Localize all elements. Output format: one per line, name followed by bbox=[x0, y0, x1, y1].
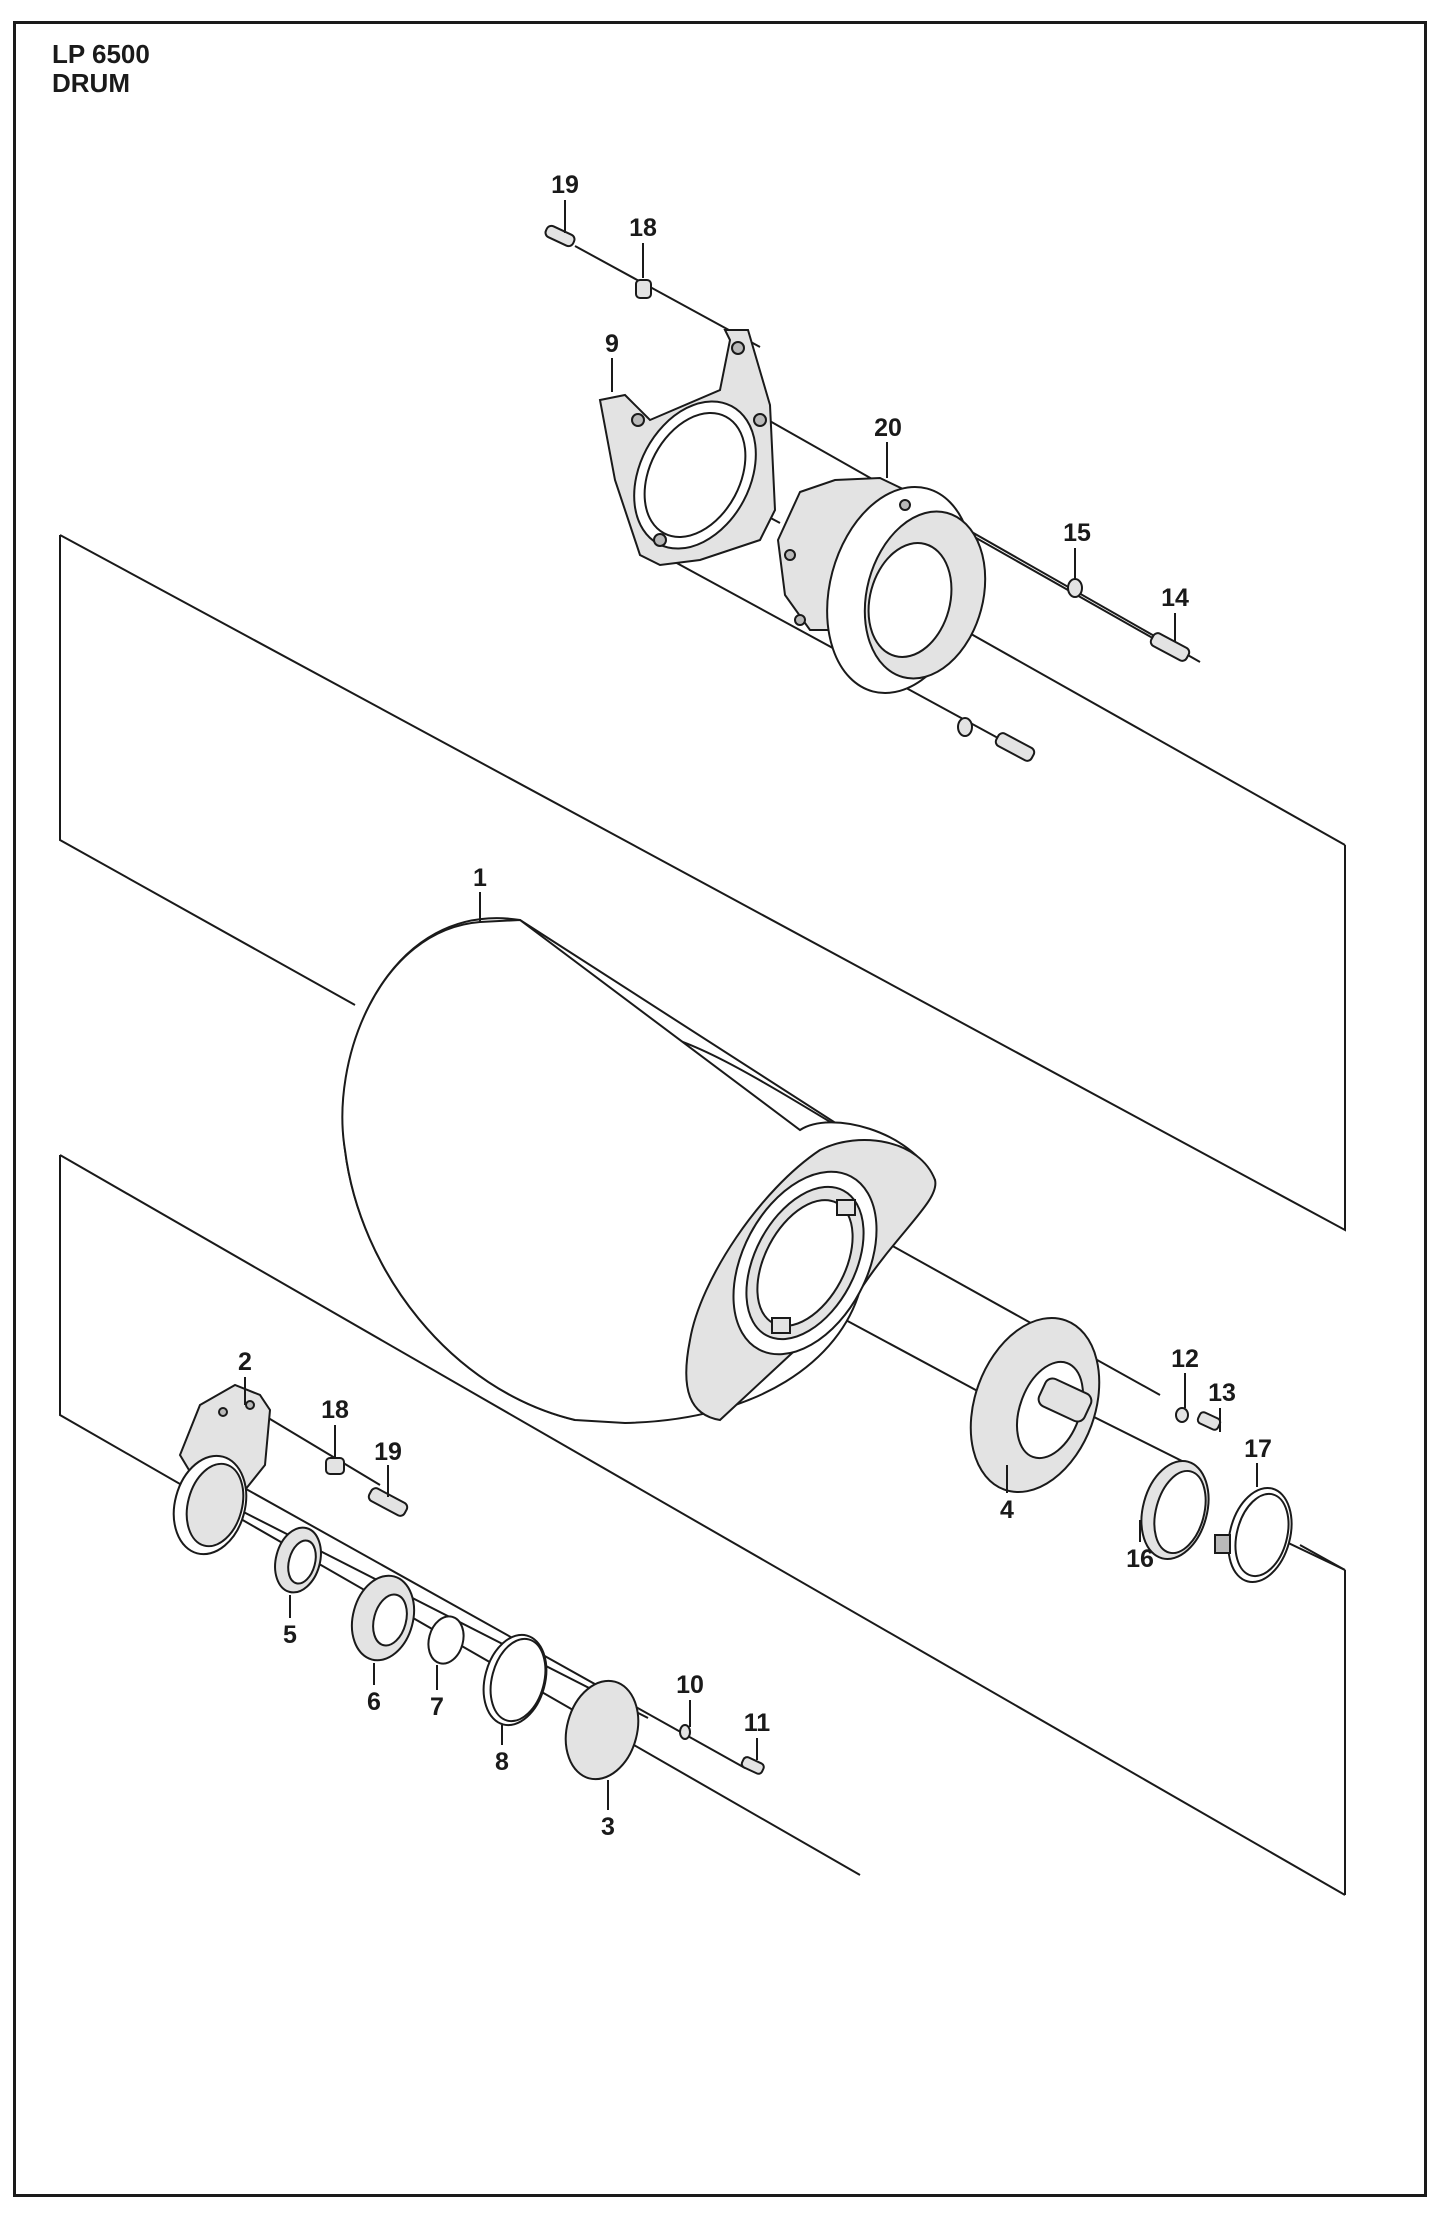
callout-12: 12 bbox=[1171, 1345, 1199, 1373]
model-title: LP 6500 bbox=[52, 39, 150, 69]
screw-19-lower bbox=[367, 1487, 409, 1517]
section-title: DRUM bbox=[52, 68, 130, 98]
callout-19-lower: 19 bbox=[374, 1438, 402, 1466]
sleeve-18-upper bbox=[635, 279, 652, 299]
callout-9: 9 bbox=[605, 330, 619, 358]
callout-18-upper: 18 bbox=[629, 214, 657, 242]
callout-1: 1 bbox=[473, 864, 487, 892]
washer-lower-left bbox=[957, 717, 973, 737]
upper-fasteners bbox=[544, 224, 1191, 762]
callout-13: 13 bbox=[1208, 1379, 1236, 1407]
screw-19-upper bbox=[544, 224, 576, 248]
clamp-17-lock bbox=[1214, 1534, 1231, 1554]
flange-part-4 bbox=[969, 1316, 1101, 1494]
callout-16: 16 bbox=[1126, 1545, 1154, 1573]
callout-20: 20 bbox=[874, 414, 902, 442]
lower-fasteners-and-rings bbox=[274, 1457, 765, 1781]
washer-15 bbox=[1067, 578, 1083, 598]
upper-group-outline bbox=[59, 534, 1346, 1232]
callout-11: 11 bbox=[744, 1709, 771, 1737]
callout-10: 10 bbox=[676, 1671, 704, 1699]
callout-7: 7 bbox=[430, 1693, 444, 1721]
leader-lines bbox=[244, 200, 1258, 1810]
callout-14: 14 bbox=[1161, 584, 1189, 612]
washer-10 bbox=[679, 1724, 691, 1740]
page-frame bbox=[13, 21, 1427, 2197]
drum-part-1 bbox=[341, 917, 937, 1425]
callout-15: 15 bbox=[1063, 519, 1091, 547]
callout-5: 5 bbox=[283, 1621, 297, 1649]
motor-part-20 bbox=[776, 476, 987, 695]
callout-labels: 19 18 9 20 15 14 1 2 18 19 12 13 17 4 16… bbox=[238, 171, 1272, 1841]
right-rings bbox=[1140, 1407, 1293, 1584]
screw-11 bbox=[740, 1756, 765, 1775]
callout-8: 8 bbox=[495, 1748, 509, 1776]
callout-2: 2 bbox=[238, 1348, 252, 1376]
callout-17: 17 bbox=[1244, 1435, 1272, 1463]
screw-lower-left bbox=[994, 732, 1036, 762]
washer-12 bbox=[1175, 1407, 1189, 1423]
callout-19-upper: 19 bbox=[551, 171, 579, 199]
cover-3 bbox=[564, 1679, 640, 1781]
screw-14 bbox=[1149, 632, 1191, 662]
circlip-7 bbox=[427, 1615, 465, 1665]
callout-4: 4 bbox=[1000, 1496, 1014, 1524]
bracket-part-9 bbox=[598, 329, 777, 567]
callout-6: 6 bbox=[367, 1688, 381, 1716]
sleeve-18-lower bbox=[325, 1457, 345, 1475]
callout-18-lower: 18 bbox=[321, 1396, 349, 1424]
title-block: LP 6500 DRUM bbox=[52, 40, 150, 98]
screw-13 bbox=[1196, 1411, 1222, 1431]
callout-3: 3 bbox=[601, 1813, 615, 1841]
bearing-housing-part-2 bbox=[172, 1383, 272, 1556]
